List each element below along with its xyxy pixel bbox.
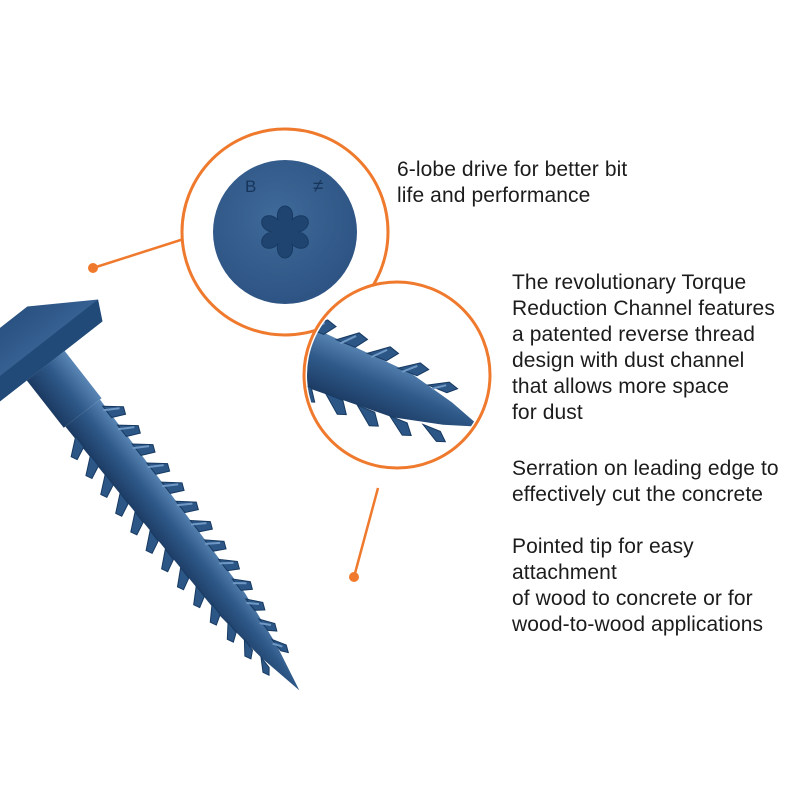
thread-ridge — [193, 558, 241, 609]
screw-body — [0, 299, 300, 691]
thread-ridge — [356, 346, 400, 427]
thread-ridge — [176, 539, 227, 591]
thread-highlight — [205, 541, 221, 545]
thread-ridge — [421, 381, 459, 443]
thread-ridge — [85, 424, 141, 480]
thread-highlight — [259, 622, 272, 627]
thread-ridge — [145, 500, 199, 555]
channel-callout: The revolutionary Torque Reduction Chann… — [512, 270, 792, 426]
reverse-thread-icon — [307, 319, 481, 443]
thread-ridge — [70, 405, 127, 461]
thread-highlight — [162, 483, 179, 488]
thread-highlight — [103, 407, 120, 412]
thread-highlight — [371, 348, 388, 358]
drive-callout-line: life and performance — [397, 184, 591, 207]
thread-highlight — [176, 502, 193, 507]
thread-ridge — [100, 443, 156, 499]
thread-anchor-dot — [349, 572, 359, 582]
thread-inset — [302, 280, 492, 470]
tip-callout: Pointed tip for easy attachment of wood … — [512, 534, 797, 638]
head-anchor-dot — [88, 263, 98, 273]
head-inset: B ≠ — [180, 127, 390, 337]
channel-callout-line: design with dust channel — [512, 349, 745, 372]
channel-callout-line: for dust — [512, 401, 583, 424]
drive-callout-line: 6-lobe drive for better bit — [397, 158, 628, 181]
thread-highlight — [339, 335, 357, 345]
six-lobe-drive-icon — [261, 205, 309, 259]
head-marking-letter: B — [245, 177, 256, 196]
channel-callout-line: The revolutionary Torque — [512, 271, 747, 294]
thread-highlight — [190, 522, 207, 526]
thread-highlight — [246, 602, 259, 605]
thread-highlight — [118, 426, 135, 431]
serration-callout-line: Serration on leading edge to — [512, 457, 779, 480]
serration-callout-line: effectively cut the concrete — [512, 483, 764, 506]
channel-callout-line: that allows more space — [512, 375, 729, 398]
thread-ridge — [243, 618, 278, 660]
tip-callout-line: of wood to concrete or for — [512, 587, 753, 610]
thread-ridge — [260, 638, 290, 677]
thread-ridge — [130, 481, 185, 536]
thread-ridge — [209, 578, 254, 626]
head-marking-symbol: ≠ — [313, 176, 323, 197]
thread-ridge — [226, 598, 266, 643]
tip-callout-line: wood-to-wood applications — [512, 613, 764, 636]
thread-ridge — [161, 519, 213, 573]
serration-callout: Serration on leading edge to effectively… — [512, 456, 792, 508]
channel-callout-line: a patented reverse thread — [512, 323, 755, 346]
thread-ridge — [388, 362, 430, 437]
thread-highlight — [401, 365, 418, 373]
thread-ridge — [115, 462, 171, 517]
drive-callout: 6-lobe drive for better bit life and per… — [397, 157, 657, 209]
thread-highlight — [219, 561, 234, 565]
thread-highlight — [147, 464, 164, 469]
tip-callout-line: Pointed tip for easy attachment — [512, 535, 694, 584]
thread-highlight — [272, 642, 283, 648]
channel-callout-line: Reduction Channel features — [512, 297, 775, 320]
thread-highlight — [132, 445, 150, 450]
thread-highlight — [232, 582, 247, 585]
leader-lines — [88, 235, 380, 582]
thread-ridge — [324, 332, 369, 416]
thread-highlight — [431, 384, 447, 390]
